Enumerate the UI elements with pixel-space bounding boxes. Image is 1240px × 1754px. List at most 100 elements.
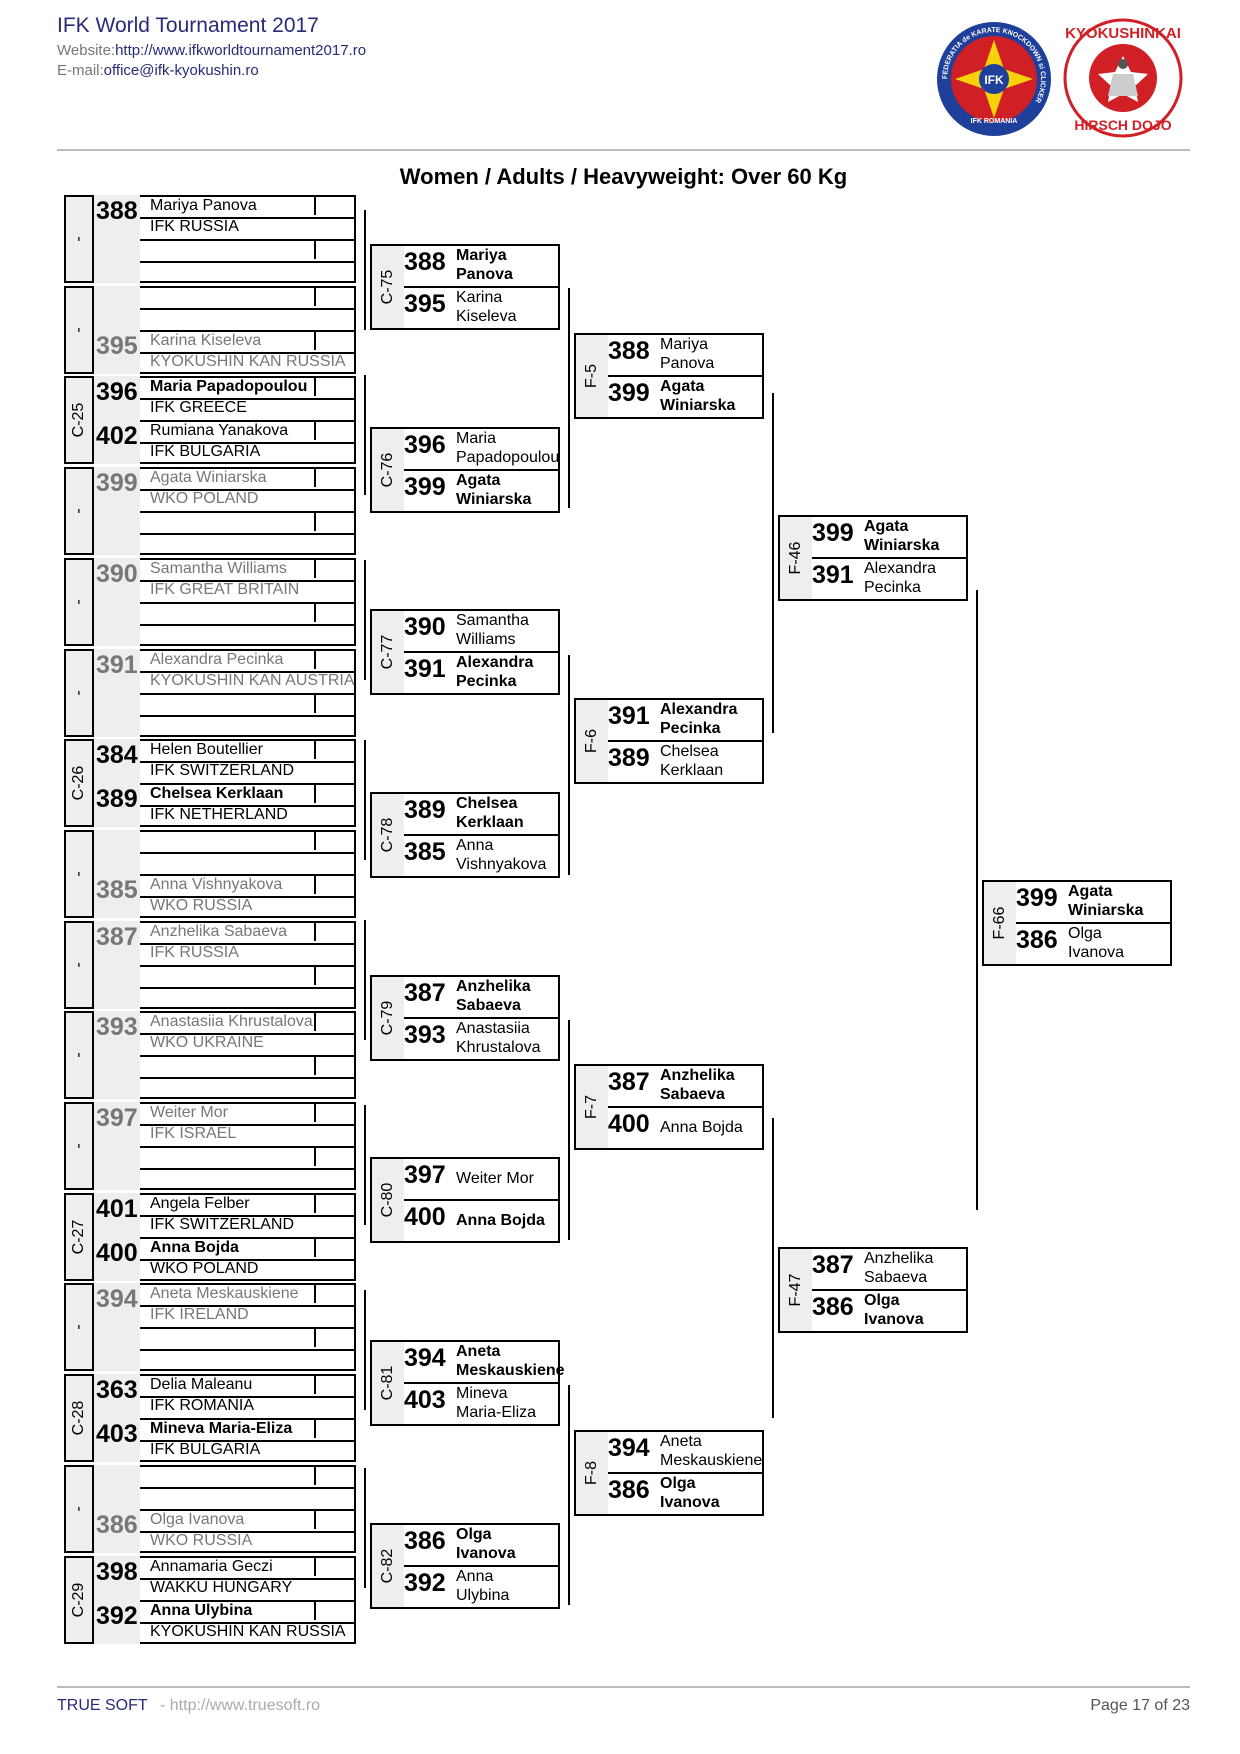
competitor-name: Helen Boutellier [150, 741, 263, 758]
number-background [94, 195, 140, 283]
competitor-club: IFK SWITZERLAND [150, 762, 295, 779]
row-line [140, 852, 356, 854]
match-competitor-name-line1: Chelsea [456, 795, 518, 812]
number-background [94, 286, 140, 374]
score-box-line [314, 965, 316, 985]
number-background [94, 739, 140, 827]
match-competitor-number: 393 [404, 1021, 446, 1049]
competitor-name: Weiter Mor [150, 1104, 228, 1121]
competitor-club: KYOKUSHIN KAN RUSSIA [150, 353, 346, 370]
pool-right-border [354, 649, 356, 737]
row-line [140, 1487, 356, 1489]
competitor-name: Anna Ulybina [150, 1602, 253, 1619]
match-competitor-name-line1: Anzhelika [864, 1250, 934, 1267]
row-line [140, 462, 356, 464]
row-line [140, 286, 356, 288]
website-link[interactable]: http://www.ifkworldtournament2017.ro [115, 42, 367, 59]
score-box-line [314, 1556, 316, 1576]
match-competitor-number: 399 [404, 473, 446, 501]
bracket-connector [568, 655, 570, 875]
bracket-connector [364, 1468, 366, 1588]
match-competitor-name-line2: Winiarska [660, 397, 736, 414]
competitor-name: Agata Winiarska [150, 469, 267, 486]
number-background [94, 467, 140, 555]
match-competitor-number: 395 [404, 290, 446, 318]
pool-label-strip: C-26 [64, 739, 94, 827]
row-line [140, 308, 356, 310]
match-competitor-number: 399 [812, 519, 854, 547]
row-line [140, 1146, 356, 1148]
row-line [140, 1283, 356, 1285]
row-line [140, 1600, 356, 1602]
match-label: C-78 [379, 817, 396, 853]
match-competitor-number: 386 [608, 1476, 650, 1504]
match-competitor-name-line2: Winiarska [1068, 902, 1144, 919]
number-background [94, 1283, 140, 1371]
pool-label-strip: - [64, 921, 94, 1009]
match-competitor-name-line1: Mariya [660, 336, 709, 353]
match-label-strip: F-7 [576, 1066, 608, 1148]
row-line [140, 735, 356, 737]
match-competitor-name: Anna Bojda [660, 1119, 743, 1136]
bracket-connector [976, 590, 978, 1210]
pool-label: C-29 [70, 1582, 87, 1618]
match-competitor-number: 400 [608, 1110, 650, 1138]
email-label: E-mail: [57, 62, 104, 79]
row-line [140, 783, 356, 785]
row-line [140, 1055, 356, 1057]
match-competitor-number: 391 [812, 561, 854, 589]
pool-right-border [354, 1011, 356, 1099]
match-competitor-name-line1: Alexandra [864, 560, 937, 577]
competitor-club: IFK NETHERLAND [150, 806, 288, 823]
match-competitor-number: 388 [404, 248, 446, 276]
score-box-line [314, 1374, 316, 1394]
row-line [140, 330, 356, 332]
match-competitor-name-line1: Alexandra [660, 701, 738, 718]
competitor-number: 387 [96, 923, 138, 951]
score-box-line [314, 195, 316, 215]
row-line [140, 1531, 356, 1533]
match-competitor-name-line2: Panova [456, 266, 513, 283]
pool-label: C-26 [70, 765, 87, 801]
score-box-line [314, 602, 316, 622]
score-box-line [314, 467, 316, 487]
ifk-logo-bottom-text: IFK ROMANIA [971, 118, 1018, 125]
match-label-strip: F-66 [984, 882, 1016, 964]
pool-label-strip: C-25 [64, 376, 94, 464]
match-competitor-number: 389 [404, 796, 446, 824]
website-line: Website:http://www.ifkworldtournament201… [57, 42, 366, 59]
competitor-number: 395 [96, 332, 138, 360]
row-line [140, 217, 356, 219]
match-competitor-name-line1: Anna [456, 1568, 494, 1585]
score-box-line [314, 1327, 316, 1347]
match-competitor-name-line2: Kerklaan [456, 814, 524, 831]
bracket-connector [364, 1290, 366, 1410]
pool-label-strip: - [64, 1011, 94, 1099]
pool-label: - [70, 690, 87, 696]
match-competitor-name-line1: Karina [456, 289, 503, 306]
row-line [140, 1369, 356, 1371]
email-link[interactable]: office@ifk-kyokushin.ro [103, 62, 259, 79]
score-box-line [314, 1600, 316, 1620]
score-box-line [314, 330, 316, 350]
row-line [140, 715, 356, 717]
row-line [140, 1418, 356, 1420]
row-line [140, 1556, 356, 1558]
pool-label-strip: - [64, 286, 94, 374]
pool-right-border [354, 1102, 356, 1190]
competitor-club: WKO UKRAINE [150, 1034, 264, 1051]
footer-url[interactable]: - http://www.truesoft.ro [160, 1697, 321, 1714]
pool-label-strip: - [64, 1283, 94, 1371]
competitor-club: IFK ROMANIA [150, 1397, 255, 1414]
competitor-name: Anna Bojda [150, 1239, 239, 1256]
score-box-line [314, 739, 316, 759]
competitor-number: 384 [96, 741, 138, 769]
row-line [140, 644, 356, 646]
competitor-number: 385 [96, 876, 138, 904]
competitor-name: Karina Kiseleva [150, 332, 262, 349]
email-line: E-mail:office@ifk-kyokushin.ro [57, 62, 259, 79]
match-competitor-number: 394 [608, 1434, 650, 1462]
match-divider [608, 375, 764, 377]
